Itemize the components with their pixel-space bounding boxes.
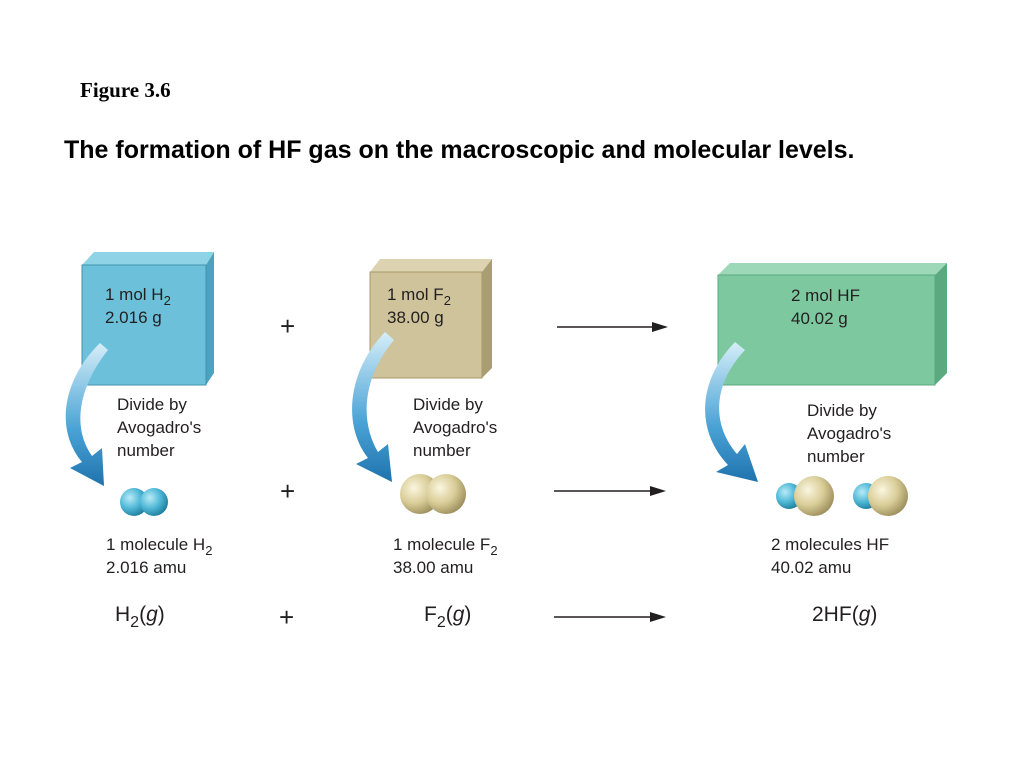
- equation-h2: H2(g): [115, 603, 165, 631]
- plus-sign-mole: +: [280, 311, 296, 341]
- equation-hf: 2HF(g): [812, 603, 878, 626]
- hf-molecule-label: 2 molecules HF 40.02 amu: [771, 535, 890, 577]
- divide-arrow-hf: [705, 342, 758, 482]
- reaction-arrow-mole: [557, 322, 668, 332]
- figure-title: The formation of HF gas on the macroscop…: [64, 136, 855, 164]
- hf-box-label: 2 mol HF 40.02 g: [791, 286, 860, 328]
- hf-molecule-1: [776, 476, 834, 516]
- divide-label-f2: Divide by Avogadro's number: [413, 395, 498, 460]
- hf-mole-box: [717, 263, 947, 386]
- reaction-arrow-equation: [554, 612, 666, 622]
- f2-box-label: 1 mol F2 38.00 g: [387, 285, 451, 327]
- h2-box-label: 1 mol H2 2.016 g: [105, 285, 171, 327]
- h2-molecule: [120, 488, 168, 516]
- f2-mole-box: [369, 259, 492, 379]
- reaction-arrow-molecule: [554, 486, 666, 496]
- f2-molecule: [400, 474, 466, 514]
- divide-label-h2: Divide by Avogadro's number: [117, 395, 202, 460]
- divide-arrow-h2: [65, 343, 108, 486]
- divide-arrow-f2: [352, 332, 394, 482]
- h2-molecule-label: 1 molecule H2 2.016 amu: [106, 535, 213, 577]
- divide-label-hf: Divide by Avogadro's number: [807, 401, 892, 466]
- h2-mole-box: [81, 252, 214, 386]
- f2-molecule-label: 1 molecule F2 38.00 amu: [393, 535, 498, 577]
- plus-sign-equation: +: [279, 602, 295, 632]
- figure-label: Figure 3.6: [80, 78, 171, 102]
- plus-sign-molecule: +: [280, 476, 296, 506]
- hf-molecule-2: [853, 476, 908, 516]
- equation-f2: F2(g): [424, 603, 472, 631]
